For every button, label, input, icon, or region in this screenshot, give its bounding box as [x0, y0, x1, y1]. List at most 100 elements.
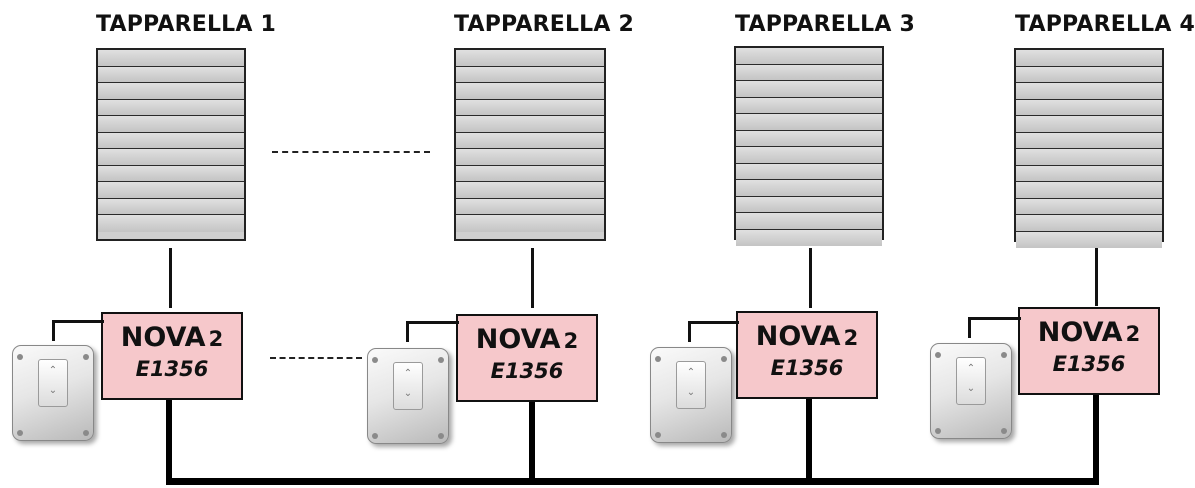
shutter-3 — [734, 46, 884, 246]
shutter-slat — [98, 116, 244, 133]
shutter-slat — [98, 149, 244, 166]
module-code: E1356 — [490, 359, 564, 383]
screw-icon — [17, 430, 23, 436]
continuation-dashed-line-bottom — [270, 357, 362, 359]
bus-line — [166, 478, 1099, 485]
shutter-slat — [456, 83, 604, 100]
shutter-slat — [736, 229, 882, 246]
screw-icon — [83, 354, 89, 360]
shutter-slat — [98, 66, 244, 83]
shutter-slat — [736, 213, 882, 230]
shutter-slat — [1016, 165, 1162, 182]
screw-icon — [935, 352, 941, 358]
shutter-slat — [98, 198, 244, 215]
shutter-4 — [1014, 48, 1164, 248]
shutter-slat — [736, 147, 882, 164]
shutter-slat — [456, 66, 604, 83]
screw-icon — [655, 432, 661, 438]
shutter-slat — [456, 99, 604, 116]
screw-icon — [721, 432, 727, 438]
screw-icon — [438, 433, 444, 439]
shutter-slat — [98, 83, 244, 100]
wall-switch-1: ⌃⌄ — [12, 345, 94, 441]
shutter-slat — [736, 130, 882, 147]
screw-icon — [935, 428, 941, 434]
shutter-2-connector — [531, 248, 534, 308]
shutter-slat — [456, 198, 604, 215]
wall-switch-3: ⌃⌄ — [650, 347, 732, 443]
shutter-slat — [736, 196, 882, 213]
rocker-button: ⌃⌄ — [393, 362, 423, 410]
screw-icon — [1001, 352, 1007, 358]
shutter-slat — [456, 215, 604, 232]
shutter-slat — [736, 81, 882, 98]
shutter-1 — [96, 48, 246, 241]
shutter-slat — [98, 165, 244, 182]
shutter-3-label: TAPPARELLA 3 — [735, 12, 915, 37]
shutter-slat — [98, 99, 244, 116]
screw-icon — [17, 354, 23, 360]
rocker-button: ⌃⌄ — [676, 361, 706, 409]
switch-4-wire — [968, 317, 1021, 338]
shutter-slat — [456, 50, 604, 67]
screw-icon — [438, 357, 444, 363]
bus-drop-3 — [806, 399, 812, 482]
switch-1-wire — [52, 320, 104, 341]
shutter-slat — [98, 50, 244, 67]
shutter-3-connector — [809, 248, 812, 308]
shutter-slat — [736, 97, 882, 114]
screw-icon — [83, 430, 89, 436]
shutter-1-label: TAPPARELLA 1 — [96, 12, 276, 37]
screw-icon — [372, 357, 378, 363]
shutter-slat — [736, 48, 882, 65]
wall-switch-2: ⌃⌄ — [367, 348, 449, 444]
shutter-slat — [98, 215, 244, 232]
shutter-slat — [456, 149, 604, 166]
shutter-slat — [736, 114, 882, 131]
arrow-up-icon: ⌃ — [403, 368, 413, 379]
shutter-4-connector — [1095, 248, 1098, 306]
screw-icon — [721, 356, 727, 362]
rocker-button: ⌃⌄ — [38, 359, 68, 407]
shutter-slat — [1016, 215, 1162, 232]
shutter-4-label: TAPPARELLA 4 — [1015, 12, 1195, 37]
shutter-slat — [736, 64, 882, 81]
shutter-slat — [98, 132, 244, 149]
shutter-slat — [456, 165, 604, 182]
wall-switch-4: ⌃⌄ — [930, 343, 1012, 439]
shutter-slat — [736, 163, 882, 180]
shutter-slat — [1016, 198, 1162, 215]
shutter-slat — [456, 132, 604, 149]
arrow-down-icon: ⌄ — [48, 385, 58, 396]
module-code: E1356 — [1052, 352, 1126, 376]
shutter-2-label: TAPPARELLA 2 — [454, 12, 634, 37]
shutter-slat — [1016, 66, 1162, 83]
rocker-button: ⌃⌄ — [956, 357, 986, 405]
arrow-down-icon: ⌄ — [966, 383, 976, 394]
bus-drop-2 — [529, 402, 535, 482]
shutter-slat — [1016, 99, 1162, 116]
shutter-slat — [456, 182, 604, 199]
switch-2-wire — [406, 321, 459, 342]
shutter-slat — [1016, 231, 1162, 248]
shutter-slat — [1016, 132, 1162, 149]
screw-icon — [372, 433, 378, 439]
continuation-dashed-line-top — [272, 151, 430, 153]
arrow-down-icon: ⌄ — [686, 387, 696, 398]
shutter-slat — [1016, 116, 1162, 133]
arrow-up-icon: ⌃ — [966, 363, 976, 374]
bus-drop-1 — [166, 400, 172, 482]
shutter-slat — [1016, 83, 1162, 100]
shutter-slat — [1016, 50, 1162, 67]
screw-icon — [655, 356, 661, 362]
arrow-down-icon: ⌄ — [403, 388, 413, 399]
module-code: E1356 — [770, 356, 844, 380]
